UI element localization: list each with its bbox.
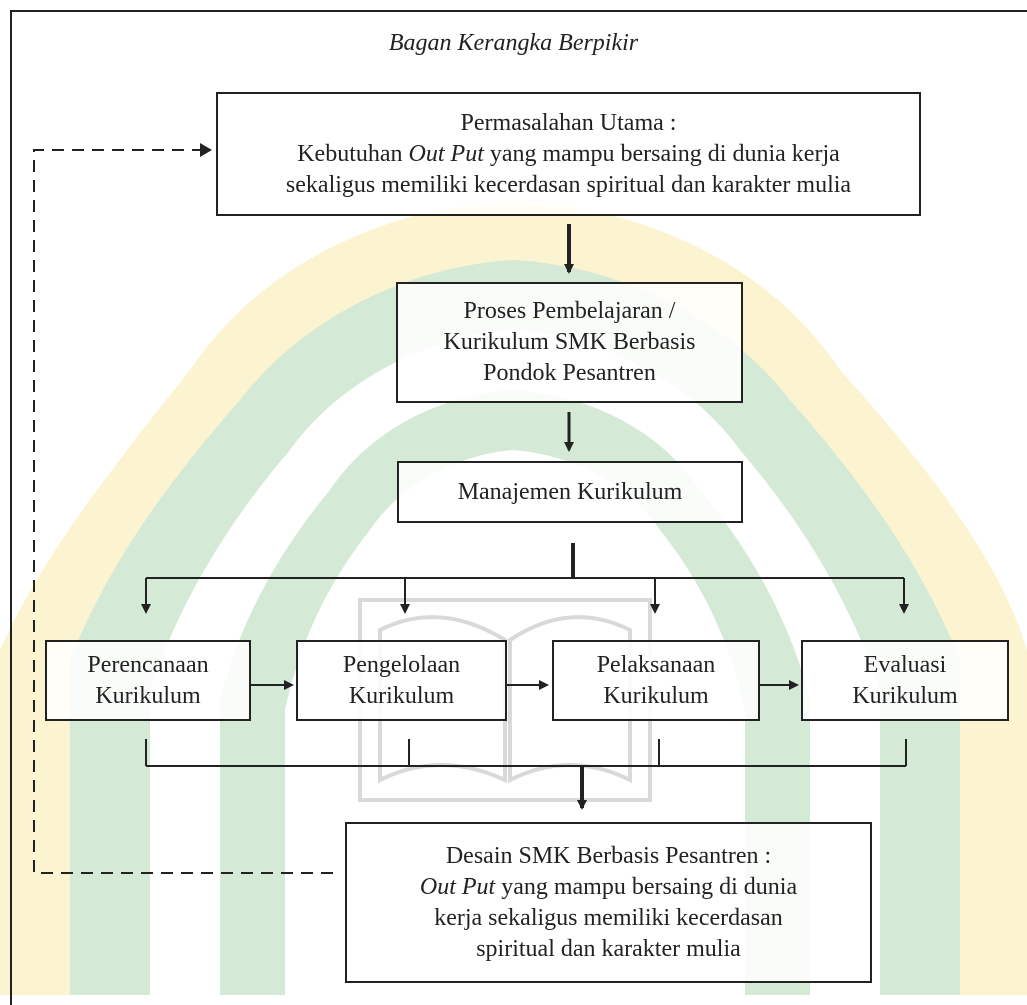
problem-box: Permasalahan Utama : Kebutuhan Out Put y…	[216, 92, 921, 216]
stage-2-line-2: Kurikulum	[348, 682, 455, 709]
management-box: Manajemen Kurikulum	[397, 461, 743, 523]
process-line-2: Kurikulum SMK Berbasis	[443, 329, 696, 355]
problem-line-3: sekaligus memiliki kecerdasan spiritual …	[285, 171, 852, 198]
problem-heading: Permasalahan Utama :	[460, 109, 677, 136]
process-box: Proses Pembelajaran / Kurikulum SMK Berb…	[396, 282, 743, 403]
design-line-3: kerja sekaligus memiliki kecerdasan	[434, 904, 783, 931]
process-line-1: Proses Pembelajaran /	[463, 298, 676, 324]
stage-3-line-1: Pelaksanaan	[596, 651, 716, 678]
design-line-2: Out Put yang mampu bersaing di dunia	[419, 873, 798, 900]
stage-2-line-1: Pengelolaan	[342, 651, 461, 678]
stage-box-perencanaan: Perencanaan Kurikulum	[45, 640, 251, 721]
design-line-4: spiritual dan karakter mulia	[476, 935, 741, 962]
stage-3-line-2: Kurikulum	[603, 682, 709, 709]
design-box: Desain SMK Berbasis Pesantren : Out Put …	[345, 822, 872, 983]
stage-box-evaluasi: Evaluasi Kurikulum	[801, 640, 1009, 721]
feedback-arrowhead	[200, 143, 212, 157]
management-label: Manajemen Kurikulum	[457, 478, 683, 505]
stage-box-pelaksanaan: Pelaksanaan Kurikulum	[552, 640, 760, 721]
stage-1-line-1: Perencanaan	[87, 651, 209, 678]
design-line-1: Desain SMK Berbasis Pesantren :	[445, 842, 772, 869]
stage-1-line-2: Kurikulum	[95, 682, 201, 709]
stage-4-line-1: Evaluasi	[863, 651, 947, 678]
feedback-loop-dashed	[33, 149, 333, 874]
problem-line-2: Kebutuhan Out Put yang mampu bersaing di…	[297, 140, 840, 167]
diagram-title: Bagan Kerangka Berpikir	[388, 30, 639, 56]
stage-4-line-2: Kurikulum	[852, 682, 958, 709]
figure-frame	[10, 10, 1027, 1005]
stage-box-pengelolaan: Pengelolaan Kurikulum	[296, 640, 507, 721]
process-line-3: Pondok Pesantren	[483, 360, 656, 386]
